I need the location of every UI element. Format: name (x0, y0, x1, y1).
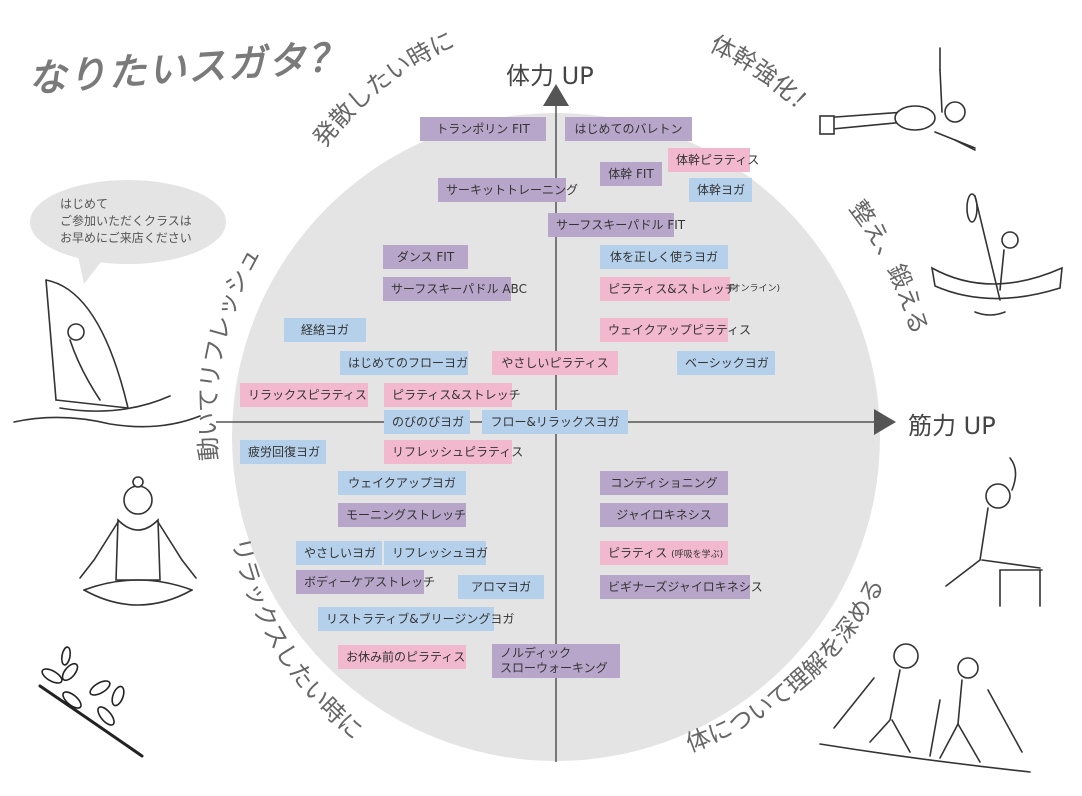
speech-bubble (30, 180, 226, 284)
meditation-icon (79, 476, 197, 606)
axis-label-right: 筋力 UP (908, 412, 996, 440)
axis-label-up: 体力 UP (506, 62, 594, 90)
class-tag-gentle-yoga[interactable]: やさしいヨガ (296, 541, 382, 565)
class-tag-conditioning[interactable]: コンディショニング (600, 471, 728, 495)
class-tag-note-online: (オンライン) (728, 284, 781, 294)
class-tag-gyrokinesis[interactable]: ジャイロキネシス (600, 503, 728, 527)
class-tag-circuit-training[interactable]: サーキットトレーニング (438, 178, 578, 202)
class-tag-dance-fit[interactable]: ダンス FIT (383, 245, 468, 269)
class-tag-recovery-yoga[interactable]: 疲労回復ヨガ (240, 440, 326, 464)
class-tag-wakeup-pilates[interactable]: ウェイクアップピラティス (600, 318, 751, 342)
yoga-plank-icon (819, 47, 976, 151)
class-tag-trampoline-fit[interactable]: トランポリン FIT (420, 117, 546, 141)
class-tag-first-flow-yoga[interactable]: はじめてのフローヨガ (340, 351, 468, 375)
class-tag-morning-stretch[interactable]: モーニングストレッチ (338, 503, 466, 527)
class-tag-first-barreton[interactable]: はじめてのバレトン (565, 117, 692, 141)
speech-bubble-line: ご参加いただくクラスは (60, 214, 192, 228)
class-tag-label: ピラティス&ストレッチ (608, 282, 737, 296)
speech-bubble-line: お早めにご来店ください (60, 231, 192, 245)
class-tag-nobinobi-yoga[interactable]: のびのびヨガ (384, 410, 470, 434)
class-tag-surfski-paddle-abc[interactable]: サーフスキーパドル ABC (383, 277, 527, 301)
class-tag-refresh-pilates[interactable]: リフレッシュピラティス (384, 440, 523, 464)
class-tag-nordic-slow-walking[interactable]: ノルディック スローウォーキング (492, 644, 620, 678)
class-tag-core-fit[interactable]: 体幹 FIT (600, 162, 662, 186)
class-tag-restorative-breathing-yoga[interactable]: リストラティブ&ブリージングヨガ (318, 607, 514, 631)
class-tag-basic-yoga[interactable]: ベーシックヨガ (677, 351, 775, 375)
class-tag-core-pilates[interactable]: 体幹ピラティス (668, 148, 759, 172)
class-tag-bodycare-stretch[interactable]: ボディーケアストレッチ (296, 570, 435, 594)
class-tag-pilates-breathing[interactable]: ピラティス (呼吸を学ぶ) (600, 541, 728, 565)
class-tag-body-yoga[interactable]: 体を正しく使うヨガ (600, 245, 728, 269)
class-tag-label-line2: スローウォーキング (500, 661, 608, 675)
speech-bubble-text: はじめて ご参加いただくクラスは お早めにご来店ください (60, 196, 192, 247)
class-tag-label: ピラティス (608, 546, 668, 560)
up-arrow-icon (543, 84, 569, 106)
arc-label-top-right: 体幹強化！ (706, 30, 821, 123)
arc-label-right-upper: 整え、鍛える (844, 195, 933, 337)
stretch-chair-icon (945, 457, 1043, 607)
class-tag-bedtime-pilates[interactable]: お休み前のピラティス (338, 645, 466, 669)
class-tag-core-yoga[interactable]: 体幹ヨガ (689, 178, 752, 202)
class-tag-note: (呼吸を学ぶ) (671, 550, 724, 560)
class-tag-pilates-stretch[interactable]: ピラティス&ストレッチ (384, 383, 521, 407)
class-tag-aroma-yoga[interactable]: アロマヨガ (458, 575, 544, 599)
class-tag-surfski-paddle-fit[interactable]: サーフスキーパドル FIT (548, 213, 685, 237)
class-tag-gentle-pilates[interactable]: やさしいピラティス (492, 351, 618, 375)
class-tag-flow-relax-yoga[interactable]: フロー&リラックスヨガ (482, 410, 628, 434)
class-tag-pilates-stretch-online[interactable]: ピラティス&ストレッチ (600, 277, 737, 301)
nordic-walking-icon (819, 643, 1031, 773)
class-tag-label: ノルディック (500, 646, 572, 660)
class-tag-relax-pilates[interactable]: リラックスピラティス (240, 383, 368, 407)
leaf-branch-icon (38, 646, 144, 758)
class-tag-wakeup-yoga[interactable]: ウェイクアップヨガ (338, 471, 466, 495)
windsurf-icon (13, 279, 201, 428)
right-arrow-icon (874, 409, 896, 435)
paddle-board-icon (930, 193, 1063, 316)
class-tag-refresh-yoga[interactable]: リフレッシュヨガ (384, 541, 488, 565)
class-tag-beginners-gyrokinesis[interactable]: ビギナーズジャイロキネシス (600, 575, 763, 599)
class-tag-meridian-yoga[interactable]: 経絡ヨガ (284, 318, 366, 342)
speech-bubble-line: はじめて (60, 197, 109, 211)
